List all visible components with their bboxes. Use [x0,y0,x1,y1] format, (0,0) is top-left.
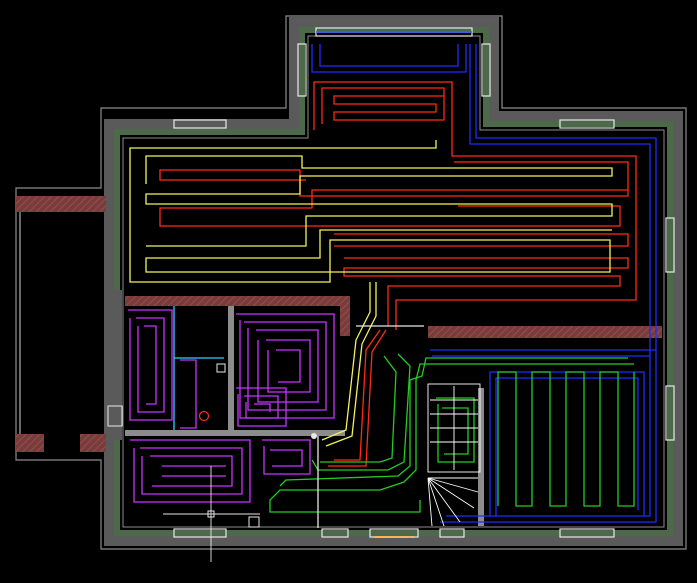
window-north-left [173,119,227,129]
circuit-magenta-room-a [128,309,197,429]
cad-cursor-box [207,510,215,518]
circuit-green-stair [436,397,475,463]
window-west-vent [107,405,123,427]
interior-wall-vertical [228,306,234,434]
circuit-red-feed [328,329,387,467]
inner-wall-outline [122,35,665,528]
circuit-cyan [173,306,224,430]
staircase [427,383,481,527]
socket-marker-1 [216,363,226,373]
exterior-walls [15,15,687,550]
interior-wall-stub [340,296,350,336]
window-south-2 [321,528,349,538]
window-south-4 [559,528,615,538]
circuit-white-feed [317,325,424,528]
window-north-right [559,119,615,129]
terrace-beam [16,196,106,212]
circuit-blue-lower-right [430,349,656,357]
cad-crosshair [163,466,260,562]
window-south-1 [173,528,227,538]
circuit-magenta-room-b [236,313,335,419]
insulation-band [114,27,673,536]
interior-wall-stair [478,388,484,526]
circuit-magenta-small [236,387,287,427]
outer-wall-outline [15,15,687,550]
circuit-yellow-feed [321,282,377,447]
terrace [16,196,106,452]
interior-wall-bath [125,430,345,436]
stair-landing [427,383,481,473]
fixtures [163,363,317,562]
interior-walls [108,290,662,526]
windows [107,27,675,538]
window-top-right-vertical [481,43,491,97]
window-top-left-vertical [297,43,307,97]
interior-wall-horizontal-left [125,296,350,306]
circuit-red-top [313,81,637,330]
circuit-blue-perimeter [311,44,657,523]
circuit-yellow-serpentine [129,140,613,283]
circuit-green-feed [269,353,634,513]
window-east-2 [665,385,675,441]
interior-wall-horizontal-right [428,326,662,338]
stair-winders [427,477,479,527]
left-wall-pier [108,290,122,440]
wall-masonry-band [104,17,683,546]
drain-marker [198,410,210,422]
terrace-pillar-right [80,434,106,452]
manifold-node [311,433,317,439]
terrace-pillar-left [16,434,44,452]
circuit-magenta-room-c [130,439,311,503]
socket-marker-2 [248,516,260,528]
window-south-3 [439,528,465,538]
window-east-1 [665,217,675,273]
circuit-green-zigzag [497,371,635,507]
